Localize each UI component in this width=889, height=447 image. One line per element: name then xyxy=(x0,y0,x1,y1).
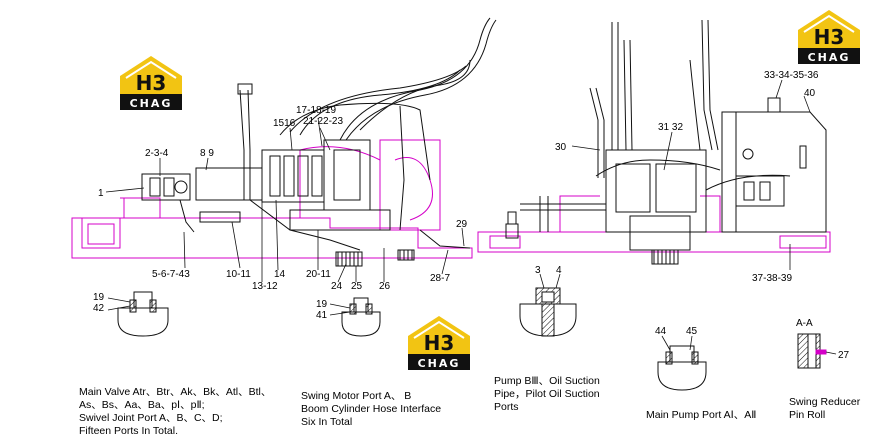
caption-line: Swing Reducer xyxy=(789,396,861,408)
caption-main-pump: Main Pump Port AⅠ、AⅡ xyxy=(646,409,756,422)
label-2-3-4: 2-3-4 xyxy=(145,148,169,159)
label-44: 44 xyxy=(655,326,667,337)
left-frame-outline xyxy=(71,139,473,259)
logo-right-sub: CHAG xyxy=(808,51,851,64)
label-30: 30 xyxy=(555,142,567,153)
label-10-11: 10-11 xyxy=(226,269,251,280)
label-45: 45 xyxy=(686,326,698,337)
label-5-6-7-43: 5-6-7-43 xyxy=(152,269,190,280)
label-20-11: 20-11 xyxy=(306,269,331,280)
detail-19-41: 19 41 xyxy=(316,297,381,337)
label-40: 40 xyxy=(804,88,816,99)
part-number-labels: 1 2-3-4 8 9 5-6-7-43 10-11 13-12 14 20-1… xyxy=(98,70,819,292)
label-a-a: A-A xyxy=(796,318,813,329)
left-valve-assembly xyxy=(141,17,497,267)
label-33-34-35-36: 33-34-35-36 xyxy=(764,70,819,81)
caption-pump: Pump BⅢ、Oil Suction Pipe，Pilot Oil Sucti… xyxy=(494,375,600,414)
caption-swing-motor: Swing Motor Port A、 B Boom Cylinder Hose… xyxy=(301,390,441,429)
label-31-32: 31 32 xyxy=(658,122,683,133)
leader-lines xyxy=(105,79,811,283)
label-26: 26 xyxy=(379,281,391,292)
caption-line: Main Pump Port AⅠ、AⅡ xyxy=(646,409,757,421)
caption-line: Pin Roll xyxy=(789,409,826,421)
right-frame-outline xyxy=(477,195,831,253)
label-25: 25 xyxy=(351,281,363,292)
label-42: 42 xyxy=(93,303,105,314)
caption-line: Six In Total xyxy=(301,416,353,428)
caption-line: Pump BⅢ、Oil Suction xyxy=(494,375,600,387)
label-17-18-19: 17-18-19 xyxy=(296,105,336,116)
label-24: 24 xyxy=(331,281,343,292)
detail-3-4: 3 4 xyxy=(519,265,577,337)
label-21-22-23: 21-22-23 xyxy=(303,116,343,127)
logo-left-text: H3 xyxy=(136,71,167,95)
logo-right-text: H3 xyxy=(814,25,845,49)
brand-logo-center: H3 CHAG xyxy=(408,316,470,370)
label-29: 29 xyxy=(456,219,468,230)
label-19-a: 19 xyxy=(93,292,105,303)
caption-line: As、Bs、Aa、Ba、pⅠ、pⅡ; xyxy=(79,399,205,411)
caption-main-valve: Main Valve Atr、Btr、Ak、Bk、Atl、Btl、 As、Bs、… xyxy=(79,386,271,438)
label-1: 1 xyxy=(98,188,104,199)
right-pump-assembly xyxy=(505,19,827,265)
detail-44-45: 44 45 xyxy=(655,326,707,391)
label-3: 3 xyxy=(535,265,541,276)
label-37-38-39: 37-38-39 xyxy=(752,273,792,284)
logo-center-sub: CHAG xyxy=(418,357,461,370)
detail-a-a: A-A 27 xyxy=(796,318,850,369)
caption-line: Boom Cylinder Hose Interface xyxy=(301,403,442,415)
detail-19-42: 19 42 xyxy=(93,291,169,337)
logo-left-sub: CHAG xyxy=(130,97,173,110)
caption-line: Pipe，Pilot Oil Suction xyxy=(494,388,600,400)
caption-swing-reducer: Swing Reducer Pin Roll xyxy=(789,396,860,422)
label-28-7: 28-7 xyxy=(430,273,450,284)
label-13-12: 13-12 xyxy=(252,281,278,292)
caption-line: Fifteen Ports In Total. xyxy=(79,425,179,437)
label-8-9: 8 9 xyxy=(200,148,214,159)
label-27: 27 xyxy=(838,350,850,361)
label-19-b: 19 xyxy=(316,299,328,310)
logo-center-text: H3 xyxy=(424,331,455,355)
label-14: 14 xyxy=(274,269,286,280)
brand-logo-right: H3 CHAG xyxy=(798,10,860,64)
caption-line: Ports xyxy=(494,401,519,413)
label-4: 4 xyxy=(556,265,562,276)
label-15-16: 1516 xyxy=(273,118,296,129)
brand-logo-left: H3 CHAG xyxy=(120,56,182,110)
caption-line: Swing Motor Port A、 B xyxy=(301,390,412,402)
caption-line: Main Valve Atr、Btr、Ak、Bk、Atl、Btl、 xyxy=(79,386,272,398)
label-41: 41 xyxy=(316,310,328,321)
caption-line: Swivel Joint Port A、B、C、D; xyxy=(79,412,223,424)
